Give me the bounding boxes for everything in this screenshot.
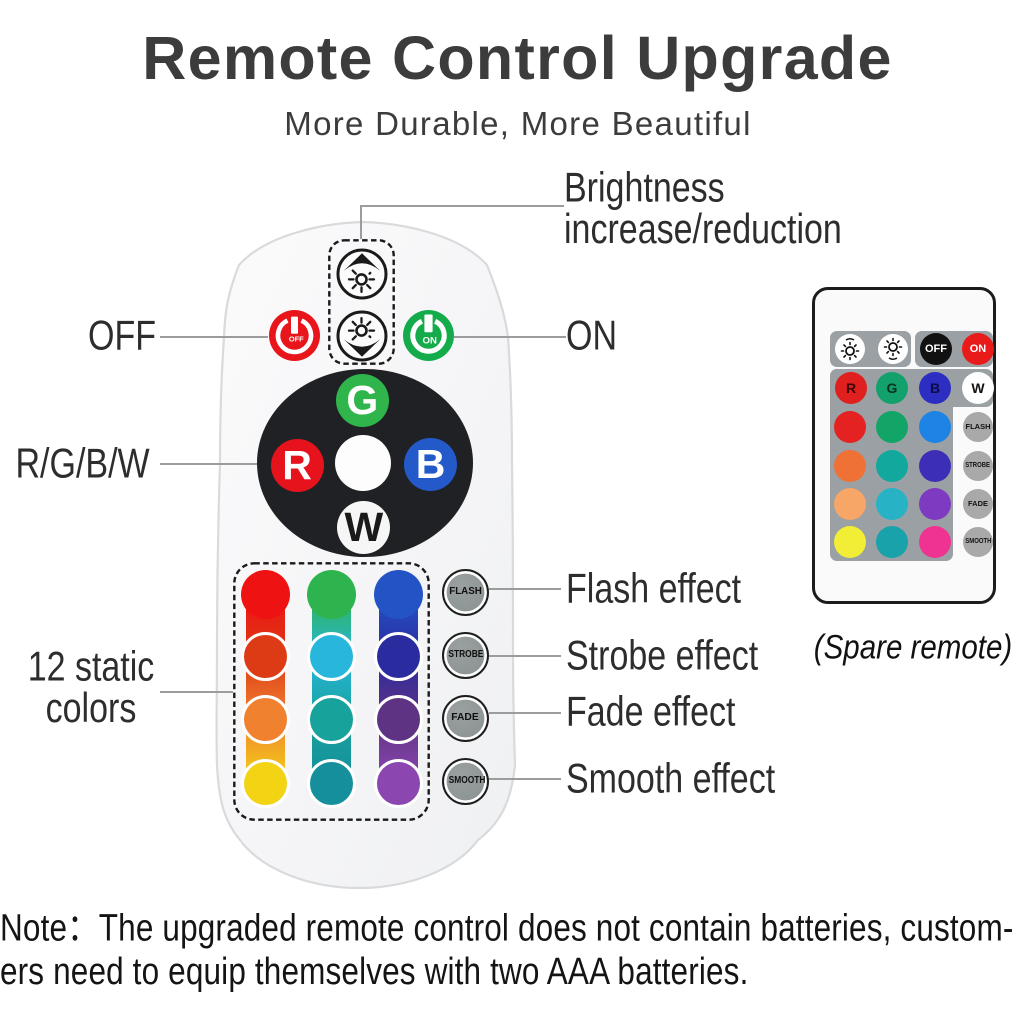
svg-text:ON: ON — [423, 336, 437, 347]
svg-text:OFF: OFF — [288, 335, 303, 344]
